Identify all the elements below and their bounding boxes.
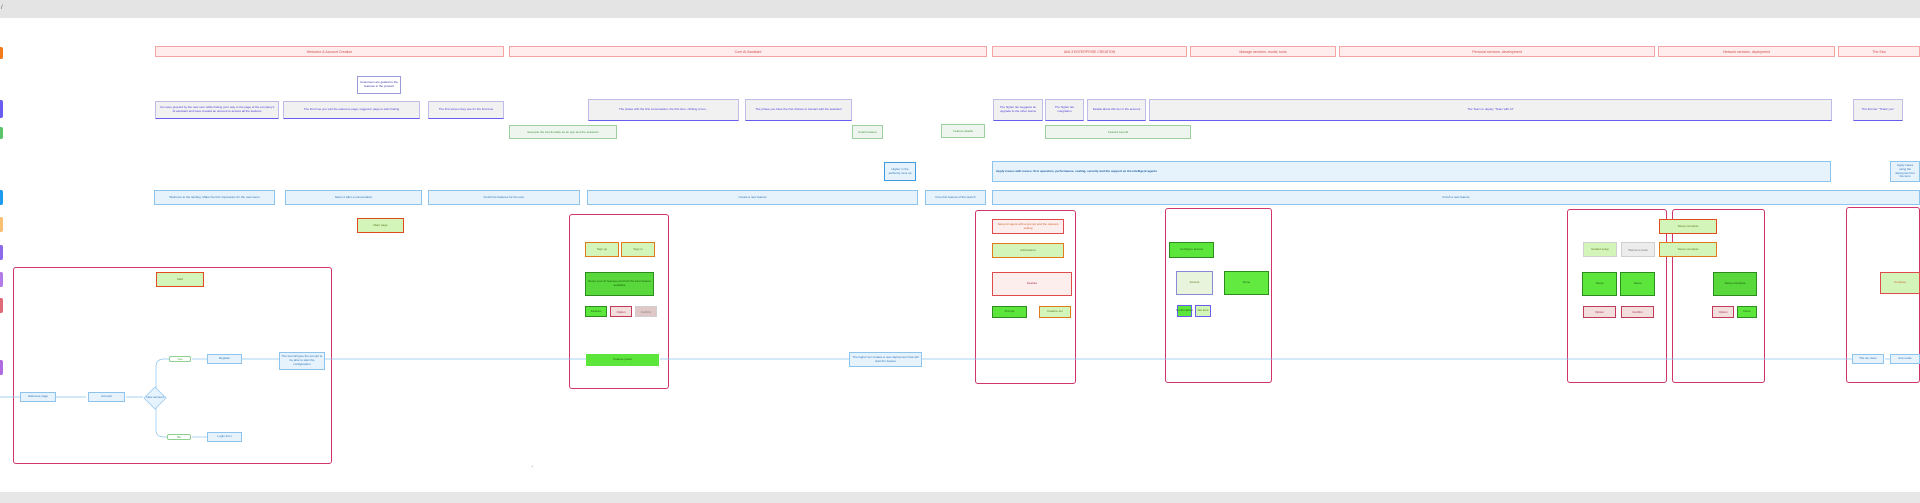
- lane-tab-4[interactable]: [0, 190, 3, 205]
- lane-tab-1[interactable]: [0, 47, 3, 59]
- phase-5[interactable]: Personal services, development: [1339, 46, 1655, 57]
- note-9[interactable]: The Team to deploy "Team with AI": [1149, 99, 1832, 121]
- speech-note[interactable]: Customers are guided to the features in …: [357, 76, 401, 94]
- lane-tab-2[interactable]: [0, 100, 3, 118]
- lane-tab-8[interactable]: [0, 298, 3, 313]
- complete-panel-step[interactable]: Setup complete: [1713, 272, 1757, 296]
- note-3[interactable]: The first screen they see for the first …: [428, 101, 504, 119]
- account-node[interactable]: Account: [88, 392, 125, 402]
- frame-signup: [13, 267, 332, 464]
- confirm-step[interactable]: Confirm: [635, 306, 657, 317]
- callout-2[interactable]: Apply cases using the deployment for the…: [1890, 161, 1920, 182]
- top-toolbar: /: [0, 0, 1920, 18]
- welcome-back-step[interactable]: Welcome back: [1621, 242, 1655, 257]
- set-tiers-step[interactable]: Set tiers: [1195, 305, 1211, 317]
- welcome-page-node[interactable]: Welcome page: [20, 392, 56, 402]
- frame-access: [1165, 208, 1272, 383]
- setup-option-2[interactable]: Confirm: [1621, 306, 1654, 318]
- option-step[interactable]: Option: [610, 306, 632, 317]
- canvas-marker: +: [531, 464, 534, 469]
- lane-tab-3[interactable]: [0, 127, 3, 139]
- sign-up-step[interactable]: Sign up: [585, 242, 619, 257]
- feature-set-step[interactable]: Feature set: [1039, 306, 1071, 318]
- complete-option-2[interactable]: Done: [1737, 306, 1757, 318]
- green-note-2[interactable]: Useful feature: [852, 125, 883, 139]
- prompt-step[interactable]: Prompt: [992, 306, 1027, 318]
- new-account-decision[interactable]: New account: [146, 395, 164, 400]
- green-note-1[interactable]: Example the functionality as an app and …: [509, 125, 617, 139]
- frame-setup: [1567, 209, 1667, 383]
- complete-option-1[interactable]: Option: [1712, 306, 1734, 318]
- note-5[interactable]: The phase you have the first chance to i…: [745, 99, 852, 121]
- feature-panel-step[interactable]: Feature panel: [586, 354, 659, 366]
- note-7[interactable]: The higher tier integration: [1045, 99, 1084, 121]
- guided-setup-step[interactable]: Guided setup: [1583, 242, 1617, 257]
- phase-1[interactable]: Welcome & Account Creation: [155, 46, 504, 57]
- yes-label: Yes: [169, 356, 191, 362]
- phase-4[interactable]: Manage services, model, tools: [1190, 46, 1336, 57]
- phase-2[interactable]: Core AI Assistant: [509, 46, 987, 57]
- note-2[interactable]: The first time you visit the welcome pag…: [283, 101, 420, 119]
- confirmation-step[interactable]: Confirmation: [1176, 305, 1193, 317]
- add-feature-step[interactable]: Add feature: [992, 243, 1064, 258]
- main-page-step[interactable]: Main page: [357, 218, 404, 233]
- register-node[interactable]: Register: [207, 354, 242, 364]
- lane-box-1[interactable]: Welcome to the landing. Make the first i…: [154, 190, 275, 205]
- login-form-node[interactable]: Login form: [207, 432, 242, 442]
- feature-step[interactable]: Feature: [585, 306, 607, 317]
- frame-prompt: [975, 210, 1076, 384]
- callout-1[interactable]: Higher in the authority, tiers up: [884, 162, 916, 181]
- lane-box-2[interactable]: Name it after a conversation: [285, 190, 422, 205]
- green-note-3[interactable]: Feature details: [941, 124, 985, 138]
- note-8[interactable]: Details about this tier in the account: [1087, 99, 1146, 121]
- configure-access-step[interactable]: Configure access: [1169, 242, 1214, 258]
- lane-box-4[interactable]: Create a new feature: [587, 190, 918, 205]
- access-step[interactable]: Access: [1176, 271, 1213, 295]
- phase-3[interactable]: AVA 3 ENTERPRISE CREATION: [992, 46, 1187, 57]
- deployment-node[interactable]: The higher tier creates a new deployment…: [849, 352, 922, 367]
- lane-tab-6[interactable]: [0, 245, 3, 260]
- no-label: No: [167, 434, 191, 440]
- note-10[interactable]: The first tier "Thank you": [1853, 99, 1903, 121]
- setup-alt-step[interactable]: Setup: [1620, 272, 1655, 296]
- green-note-4[interactable]: Feature benefit: [1045, 125, 1191, 139]
- bottom-bar: [0, 492, 1920, 503]
- frame-complete: [1672, 209, 1765, 383]
- lane-tab-5[interactable]: [0, 217, 3, 232]
- setup-step[interactable]: Setup: [1582, 272, 1617, 296]
- ava-mode-node[interactable]: Ava mode: [1890, 354, 1920, 364]
- feature-detail-step[interactable]: Feature: [992, 272, 1072, 296]
- note-6[interactable]: The higher tier suggests an upgrade to t…: [993, 99, 1043, 121]
- lane-tab-7[interactable]: [0, 272, 3, 287]
- lane-tab-9[interactable]: [0, 360, 3, 375]
- lane-box-5[interactable]: Free first feature of the launch: [925, 190, 986, 205]
- done-step[interactable]: Done: [1224, 271, 1269, 295]
- tier-done-node[interactable]: The tier done: [1852, 354, 1884, 364]
- setup-complete-step-2[interactable]: Setup complete: [1659, 242, 1717, 257]
- setup-agent-step[interactable]: Setup AI agent with a prompt and the rel…: [992, 219, 1064, 234]
- toolbar-glyph: /: [1, 5, 3, 11]
- frame-feature: [569, 214, 669, 389]
- setup-complete-step[interactable]: Setup complete: [1659, 219, 1717, 234]
- setup-option-1[interactable]: Option: [1583, 306, 1616, 318]
- note-4[interactable]: The phase with the first conversation: t…: [588, 99, 739, 121]
- sign-in-step[interactable]: Sign in: [621, 242, 655, 257]
- configuration-node[interactable]: The tool will give the prompt to be able…: [279, 352, 325, 370]
- reset-features-step[interactable]: Reset your AI features and find the best…: [585, 272, 654, 296]
- start-step[interactable]: Start: [156, 272, 204, 287]
- callout-banner[interactable]: Apply issues with issues: first operatio…: [992, 161, 1831, 182]
- lane-box-3[interactable]: Finish the features for the user: [428, 190, 580, 205]
- phase-6[interactable]: Network services, deployment: [1658, 46, 1835, 57]
- note-1[interactable]: You were greeted by the new user while f…: [155, 101, 279, 119]
